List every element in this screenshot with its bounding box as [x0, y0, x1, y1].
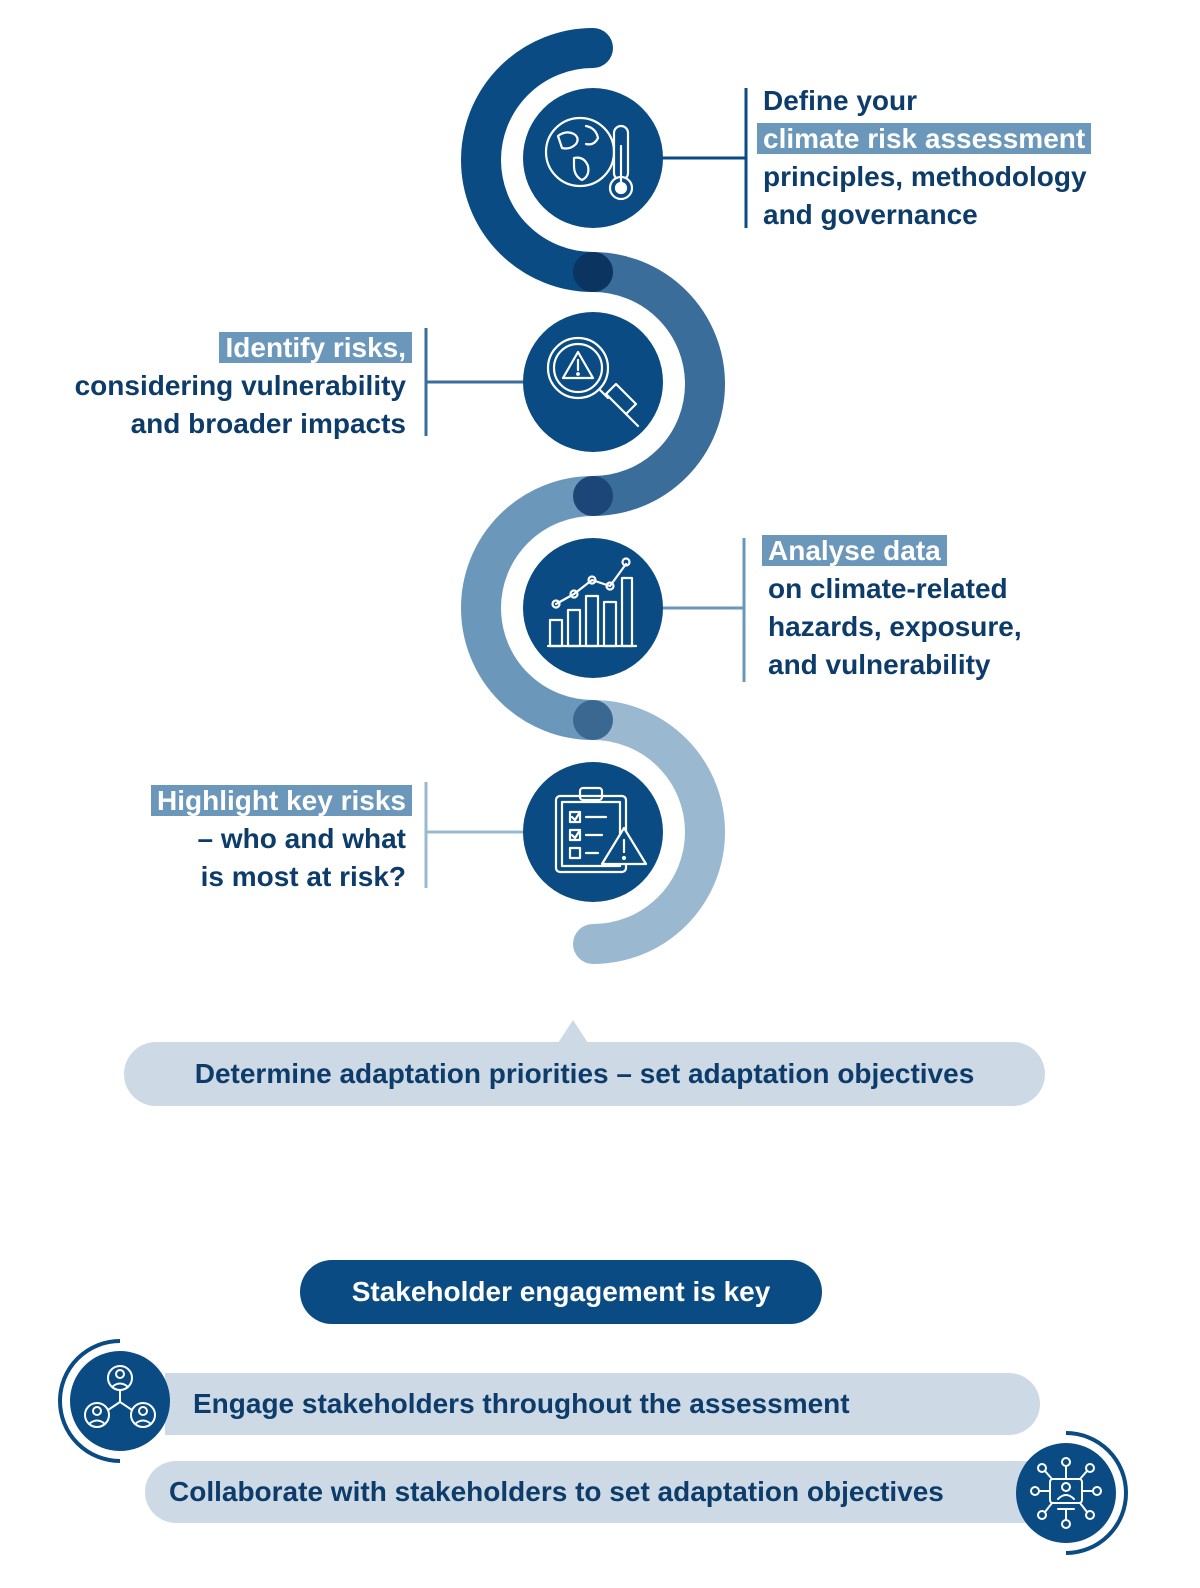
snake-joint-3	[573, 700, 613, 740]
step-2-text: Identify risks, considering vulnerabilit…	[74, 329, 412, 443]
bar-chart-trend-icon	[546, 557, 638, 648]
connector-step-4	[424, 782, 525, 888]
snake-joint-1	[573, 252, 613, 292]
clipboard-warning-icon	[554, 786, 648, 874]
step-3-line-2: on climate-related	[768, 573, 1008, 604]
engage-stakeholders-pill: Engage stakeholders throughout the asses…	[165, 1373, 1040, 1435]
step-4-circle	[523, 762, 663, 902]
snake-segment-1	[461, 28, 613, 292]
step-1-text: Define your climate risk assessment prin…	[757, 82, 1092, 234]
step-3-text: Analyse data on climate-related hazards,…	[762, 532, 1022, 684]
step-1-line-3: principles, methodology	[763, 161, 1087, 192]
engage-stakeholders-label: Engage stakeholders throughout the asses…	[193, 1388, 850, 1419]
step-1-highlight: climate risk assessment	[757, 123, 1092, 154]
priorities-label: Determine adaptation priorities – set ad…	[194, 1058, 975, 1089]
priorities-arrow	[558, 1020, 588, 1043]
collaborate-stakeholders-label: Collaborate with stakeholders to set ada…	[169, 1476, 944, 1507]
step-4-text: Highlight key risks – who and what is mo…	[151, 782, 412, 896]
collaborate-stakeholders-pill: Collaborate with stakeholders to set ada…	[145, 1461, 1045, 1523]
step-3-line-4: and vulnerability	[768, 649, 991, 680]
step-4-line-3: is most at risk?	[200, 861, 406, 892]
people-hub-icon	[1016, 1431, 1128, 1555]
step-3-highlight: Analyse data	[762, 535, 947, 566]
snake-segment-3	[461, 476, 594, 740]
step-2-line-3: and broader impacts	[130, 408, 406, 439]
connector-step-1	[660, 88, 748, 228]
snake-joint-2	[573, 476, 613, 516]
connector-step-3	[660, 538, 746, 682]
step-3-line-3: hazards, exposure,	[768, 611, 1022, 642]
step-2-highlight: Identify risks,	[219, 332, 412, 363]
priorities-pill: Determine adaptation priorities – set ad…	[124, 1042, 1045, 1106]
step-1-circle	[523, 88, 663, 228]
step-2-circle	[523, 312, 663, 452]
stakeholder-icons	[58, 1339, 1128, 1555]
stakeholder-heading-label: Stakeholder engagement is key	[351, 1276, 771, 1307]
snake-segment-4	[573, 700, 725, 964]
magnifier-warning-icon	[546, 336, 640, 428]
connector-step-2	[424, 328, 525, 436]
snake-segment-2	[592, 252, 725, 516]
step-3-circle	[523, 538, 663, 678]
step-1-line-4: and governance	[763, 199, 978, 230]
process-snake-diagram	[424, 28, 748, 964]
step-4-line-2: – who and what	[197, 823, 406, 854]
people-network-icon	[58, 1339, 170, 1463]
globe-thermometer-icon	[544, 116, 634, 201]
step-4-highlight: Highlight key risks	[151, 785, 412, 816]
stakeholder-heading: Stakeholder engagement is key	[300, 1260, 822, 1324]
step-2-line-2: considering vulnerability	[74, 370, 406, 401]
step-1-line-1: Define your	[763, 85, 918, 116]
